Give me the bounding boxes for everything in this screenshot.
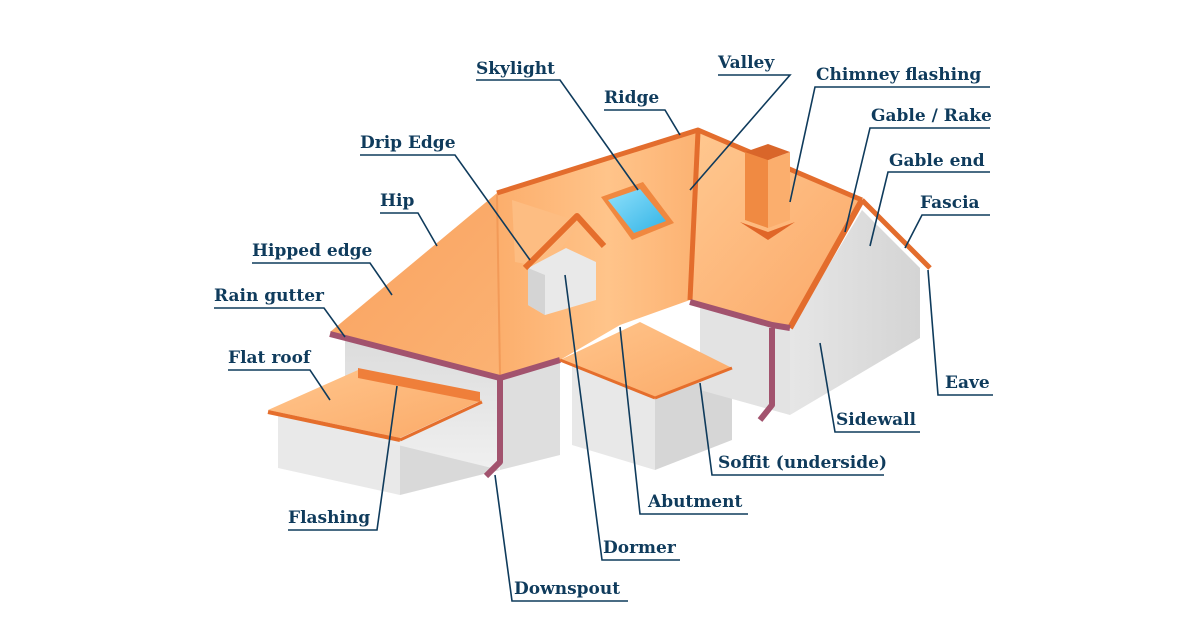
chimney-front	[745, 152, 768, 228]
valley-line	[687, 131, 701, 301]
label-soffit: Soffit (underside)	[718, 453, 887, 473]
sidewall-leader	[819, 342, 920, 433]
rain-gutter-leader	[214, 307, 346, 338]
label-fascia: Fascia	[920, 193, 980, 213]
label-flat-roof: Flat roof	[228, 348, 312, 368]
label-downspout: Downspout	[514, 579, 620, 599]
chimney-flashing-leader	[789, 86, 990, 203]
labels: Skylight Valley Chimney flashing Ridge G…	[214, 53, 992, 599]
rain-gutter-left	[329, 331, 561, 381]
right-wing-front-wall	[700, 308, 790, 415]
downspout-right	[757, 328, 775, 422]
flashing-leader	[288, 385, 398, 531]
dormer	[512, 200, 607, 315]
label-hip: Hip	[380, 191, 415, 211]
flat-roof-leader	[228, 369, 331, 401]
chimney	[740, 144, 795, 240]
gutters	[329, 299, 791, 479]
walls	[278, 210, 920, 495]
hip-line	[496, 194, 501, 376]
porch-side-wall	[655, 372, 732, 470]
leader-lines	[214, 74, 993, 602]
valley-leader	[689, 74, 792, 191]
downspout-left	[483, 380, 503, 479]
abutment-leader	[619, 326, 748, 515]
soffit-leader	[699, 382, 884, 476]
eave-leader	[927, 269, 993, 396]
label-abutment: Abutment	[647, 492, 742, 512]
label-skylight: Skylight	[476, 59, 555, 79]
dormer-side-roof	[512, 200, 580, 268]
dormer-side-wall	[528, 268, 545, 315]
gable-end-leader	[869, 171, 990, 247]
label-flashing: Flashing	[288, 508, 370, 528]
label-drip-edge: Drip Edge	[360, 133, 456, 153]
drip-edge-leader	[360, 154, 531, 261]
downspout-leader	[494, 474, 628, 602]
porch-roof	[559, 322, 733, 400]
flat-roof-edge	[267, 410, 401, 442]
rake-edge	[787, 198, 865, 330]
rain-gutter-right	[689, 299, 791, 331]
label-valley: Valley	[717, 53, 775, 73]
hipped-edge-leader	[252, 262, 393, 296]
gable-roof-plane	[690, 130, 862, 328]
fascia-leader	[904, 214, 990, 249]
label-chimney-flashing: Chimney flashing	[816, 65, 981, 85]
chimney-top	[745, 144, 790, 160]
fascia-board	[860, 198, 932, 270]
gable-rake-leader	[844, 127, 990, 233]
label-dormer: Dormer	[603, 538, 677, 558]
skylight	[601, 182, 674, 240]
ridge-leader	[604, 109, 681, 136]
chimney-flashing	[740, 222, 795, 240]
ridge-line	[496, 127, 863, 203]
dormer-gable-trim	[522, 213, 607, 271]
label-gable-end: Gable end	[889, 151, 985, 171]
label-gable-rake: Gable / Rake	[871, 106, 992, 126]
main-side-wall	[500, 360, 560, 470]
dormer-leader	[564, 274, 680, 561]
label-eave: Eave	[945, 373, 990, 393]
roof	[330, 127, 932, 378]
skylight-glass	[608, 189, 666, 233]
label-hipped-edge: Hipped edge	[252, 241, 373, 261]
label-sidewall: Sidewall	[836, 410, 917, 430]
porch-roof-surface	[560, 322, 732, 398]
porch-roof-edge	[559, 358, 656, 400]
wall-flashing	[358, 368, 480, 402]
label-rain-gutter: Rain gutter	[214, 286, 325, 306]
hipped-roof-end	[330, 193, 500, 378]
flat-roof-edge-side	[399, 400, 483, 442]
gable-end-wall	[790, 210, 920, 415]
hip-leader	[380, 212, 438, 247]
skylight-leader	[476, 79, 639, 191]
porch-roof-edge-side	[654, 366, 733, 400]
label-ridge: Ridge	[604, 88, 659, 108]
chimney-side	[768, 152, 790, 228]
